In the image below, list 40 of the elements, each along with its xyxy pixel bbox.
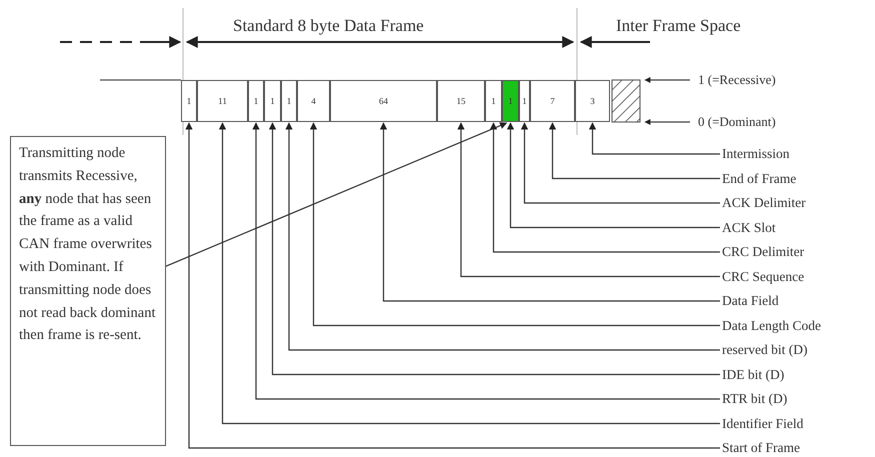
bit-field: 64 (330, 80, 437, 122)
frame-title: Inter Frame Space (616, 16, 741, 36)
bit-field: 15 (437, 80, 485, 122)
frame-title: Standard 8 byte Data Frame (233, 16, 424, 36)
note-box: Transmitting node transmits Recessive, any node that has seen the frame as a valid CAN frame overwrites with Dominant. If transmitting node does not read back dominant then frame is re-sent. (10, 136, 166, 446)
field-label: Data Length Code (722, 318, 821, 334)
field-label: CRC Sequence (722, 268, 804, 284)
field-label: ACK Slot (722, 220, 776, 236)
field-label: RTR bit (D) (722, 391, 788, 407)
bit-field: 11 (197, 80, 248, 122)
leader-line (588, 122, 720, 155)
bit-field: 1 (519, 80, 530, 122)
leader-line (380, 122, 720, 302)
leader-line (457, 122, 720, 278)
field-label: Start of Frame (722, 440, 800, 456)
leader-line (166, 122, 508, 267)
leader-line (548, 122, 720, 180)
bit-field: 1 (264, 80, 281, 122)
bit-field: 1 (181, 80, 197, 122)
field-label: CRC Delimiter (722, 244, 804, 260)
bit-field: 4 (297, 80, 330, 122)
level-label: 1 (=Recessive) (698, 72, 776, 88)
ack-slot-bit: 1 (502, 80, 519, 122)
field-label: Intermission (722, 146, 790, 162)
field-label: ACK Delimiter (722, 195, 806, 211)
leader-line (490, 122, 720, 253)
field-label: IDE bit (D) (722, 366, 784, 382)
bit-field: 1 (248, 80, 264, 122)
bit-field: 1 (485, 80, 502, 122)
leader-line (506, 122, 720, 228)
bit-field: 7 (530, 80, 575, 122)
bit-field: 3 (575, 80, 610, 122)
field-label: End of Frame (722, 170, 796, 186)
leader-line (310, 122, 720, 326)
field-label: Data Field (722, 293, 779, 309)
level-label: 0 (=Dominant) (698, 114, 776, 130)
field-label: Identifier Field (722, 416, 804, 432)
field-label: reserved bit (D) (722, 342, 808, 358)
leader-line (520, 122, 720, 204)
bit-field: 1 (281, 80, 297, 122)
